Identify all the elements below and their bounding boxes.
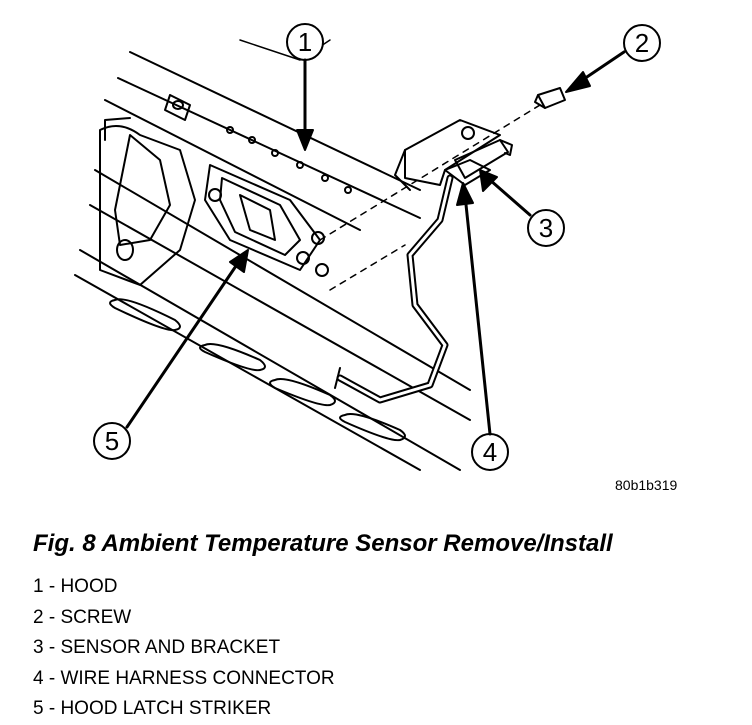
- callout-2-circle: [623, 24, 661, 62]
- figure-code: 80b1b319: [615, 477, 678, 493]
- legend-item: 1 - HOOD: [33, 576, 118, 597]
- callout-1-label: 1: [298, 27, 312, 57]
- wire-harness: [336, 174, 454, 404]
- hood-latch-striker: [204, 164, 321, 271]
- screw: [537, 87, 566, 109]
- callout-5-label: 5: [105, 426, 119, 456]
- diagram-illustration: 1 2 3 4 5: [74, 23, 661, 471]
- callout-5-circle: [93, 422, 131, 460]
- hood-frame: [99, 125, 196, 286]
- callout-3-circle: [527, 209, 565, 247]
- legend-item: 4 - WIRE HARNESS CONNECTOR: [33, 667, 335, 689]
- callout-2-label: 2: [635, 28, 649, 58]
- legend-list: 1 - HOOD 2 - SCREW 3 - SENSOR AND BRACKE…: [33, 572, 335, 725]
- callout-4-label: 4: [483, 437, 497, 467]
- ambient-temp-sensor: [454, 139, 509, 179]
- legend-item: 3 - SENSOR AND BRACKET: [33, 637, 281, 658]
- legend-item: 2 - SCREW: [33, 606, 132, 628]
- figure-caption: Fig. 8 Ambient Temperature Sensor Remove…: [33, 530, 613, 557]
- callout-3-label: 3: [539, 213, 553, 243]
- legend-item: 5 - HOOD LATCH STRIKER: [33, 698, 272, 719]
